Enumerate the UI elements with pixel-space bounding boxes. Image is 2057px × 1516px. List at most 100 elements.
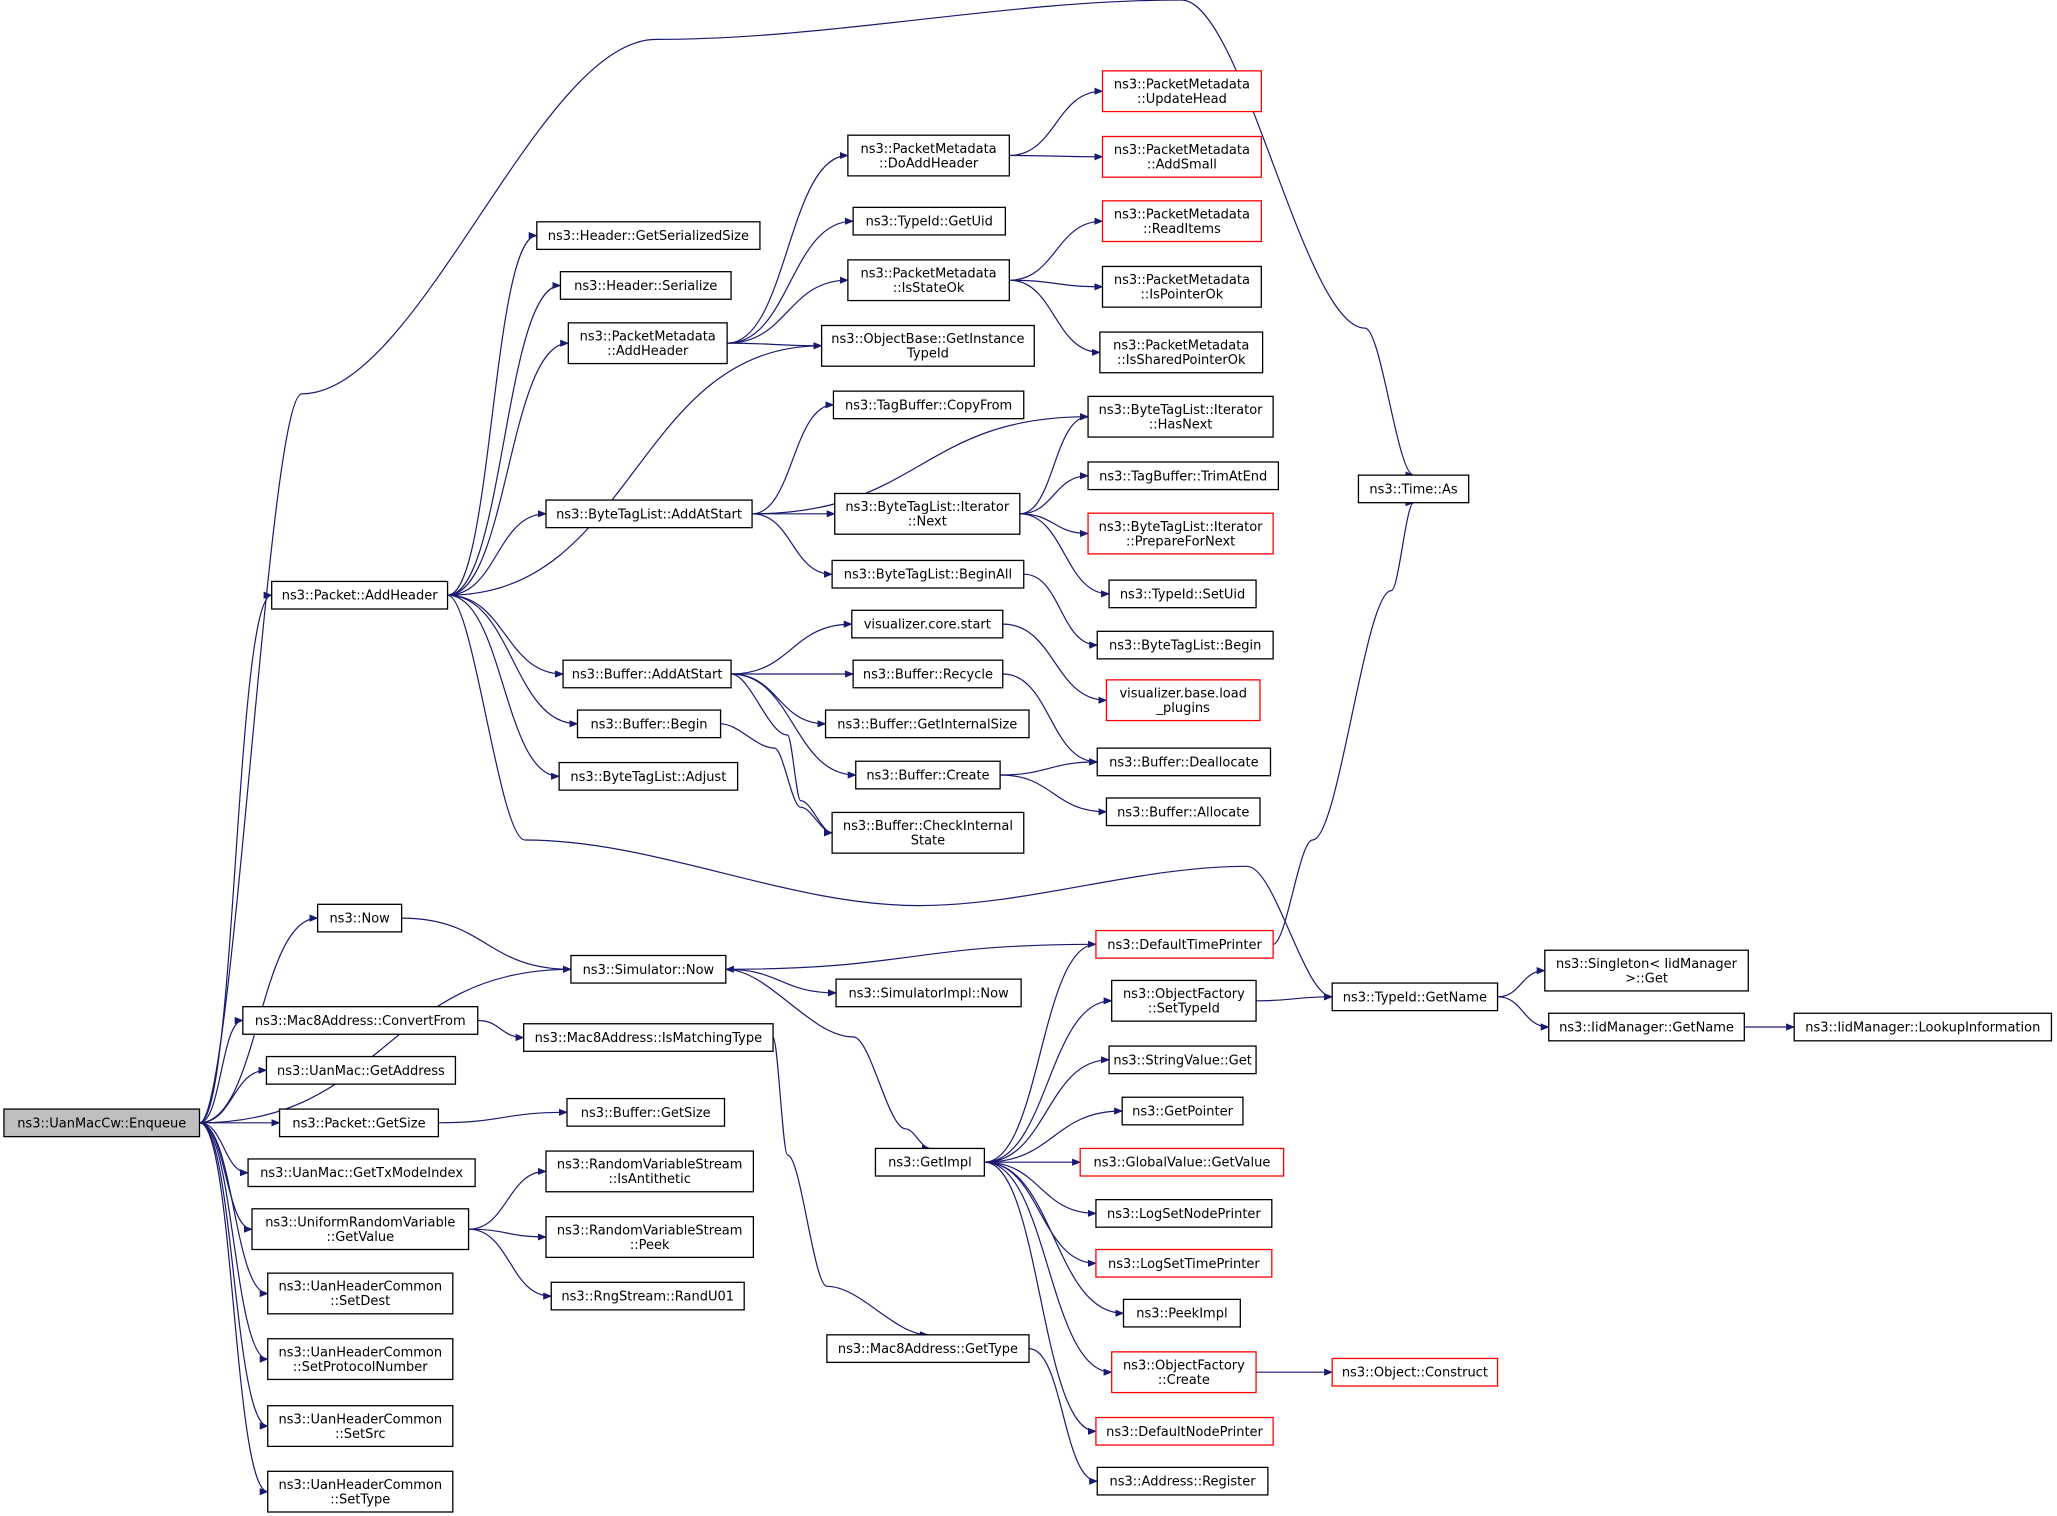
node-address_register[interactable]: ns3::Address::Register: [1096, 1466, 1269, 1496]
edge-packet_addheader-to-btl_addatstart: [447, 510, 547, 596]
node-btl_begin[interactable]: ns3::ByteTagList::Begin: [1096, 630, 1274, 660]
node-label-line: >::Get: [1625, 971, 1668, 986]
node-mac8_convertfrom[interactable]: ns3::Mac8Address::ConvertFrom: [242, 1006, 479, 1035]
node-sim_now[interactable]: ns3::Simulator::Now: [570, 954, 727, 984]
node-pm_issharedpointerok[interactable]: ns3::PacketMetadata::IsSharedPointerOk: [1099, 331, 1264, 374]
node-btl_iterator_next[interactable]: ns3::ByteTagList::Iterator::Next: [834, 492, 1021, 535]
edge-viz_core_start-to-viz_base_load: [1002, 623, 1108, 704]
node-ns3_now[interactable]: ns3::Now: [316, 903, 403, 933]
node-box: [874, 1147, 986, 1177]
node-tagbuffer_trimatend[interactable]: ns3::TagBuffer::TrimAtEnd: [1087, 461, 1280, 491]
node-defaulttimeprinter[interactable]: ns3::DefaultTimePrinter: [1095, 929, 1274, 959]
node-simimpl_now[interactable]: ns3::SimulatorImpl::Now: [835, 978, 1022, 1008]
node-pm_addsmall[interactable]: ns3::PacketMetadata::AddSmall: [1101, 135, 1262, 178]
node-mac8_ismatchingtype[interactable]: ns3::Mac8Address::IsMatchingType: [523, 1023, 774, 1052]
node-logsetnodeprinter[interactable]: ns3::LogSetNodePrinter: [1095, 1198, 1273, 1228]
node-buffer_allocate[interactable]: ns3::Buffer::Allocate: [1105, 797, 1261, 827]
node-objectfactory_create[interactable]: ns3::ObjectFactory::Create: [1111, 1351, 1257, 1394]
node-typeid_getuid[interactable]: ns3::TypeId::GetUid: [852, 206, 1007, 236]
node-box: [1087, 395, 1274, 438]
node-label-line: ns3::ByteTagList::Iterator: [845, 500, 1010, 515]
node-rvs_isantithetic[interactable]: ns3::RandomVariableStream::IsAntithetic: [545, 1150, 755, 1193]
node-pm_doaddheader[interactable]: ns3::PacketMetadata::DoAddHeader: [847, 134, 1010, 177]
node-box: [1095, 1198, 1273, 1228]
node-buffer_create[interactable]: ns3::Buffer::Create: [855, 760, 1001, 790]
node-label-line: ns3::ObjectBase::GetInstance: [831, 332, 1024, 347]
node-objectfactory_settypeid[interactable]: ns3::ObjectFactory::SetTypeId: [1111, 979, 1257, 1022]
edge-urv_getvalue-to-rvs_peek: [468, 1228, 547, 1241]
node-pm_isstateok[interactable]: ns3::PacketMetadata::IsStateOk: [847, 259, 1010, 302]
node-header_serialize[interactable]: ns3::Header::Serialize: [559, 271, 732, 300]
node-rngstream_randu01[interactable]: ns3::RngStream::RandU01: [550, 1281, 745, 1311]
node-box: [545, 1216, 755, 1259]
node-box: [1101, 70, 1262, 113]
node-stringvalue_get[interactable]: ns3::StringValue::Get: [1108, 1045, 1257, 1075]
node-singleton_get[interactable]: ns3::Singleton< IidManager >::Get: [1544, 949, 1749, 992]
node-pm_ispointerok[interactable]: ns3::PacketMetadata::IsPointerOk: [1101, 265, 1262, 308]
node-object_construct[interactable]: ns3::Object::Construct: [1331, 1357, 1499, 1387]
node-enqueue[interactable]: ns3::UanMacCw::Enqueue: [3, 1108, 201, 1138]
node-label-line: ::HasNext: [1149, 417, 1213, 432]
node-mac8_gettype[interactable]: ns3::Mac8Address::GetType: [826, 1334, 1030, 1364]
edge-buffer_create-to-buffer_allocate: [1000, 774, 1108, 816]
node-btl_iterator_hasnext[interactable]: ns3::ByteTagList::Iterator::HasNext: [1087, 395, 1274, 438]
node-label-line: ::IsPointerOk: [1141, 288, 1224, 303]
edge-sim_now-to-getimpl: [725, 968, 931, 1152]
node-globalvalue_getvalue[interactable]: ns3::GlobalValue::GetValue: [1079, 1147, 1285, 1177]
node-defaultnodeprinter[interactable]: ns3::DefaultNodePrinter: [1095, 1416, 1274, 1446]
node-uanmac_gettxmodeindex[interactable]: ns3::UanMac::GetTxModeIndex: [247, 1158, 476, 1188]
node-time_as[interactable]: ns3::Time::As: [1357, 474, 1470, 504]
node-tagbuffer_copyfrom[interactable]: ns3::TagBuffer::CopyFrom: [832, 390, 1025, 420]
node-viz_base_load[interactable]: visualizer.base.load_plugins: [1105, 679, 1261, 722]
node-label-line: ns3::Time::As: [1369, 482, 1458, 497]
node-label-line: ns3::LogSetTimePrinter: [1108, 1257, 1260, 1272]
node-urv_getvalue[interactable]: ns3::UniformRandomVariable::GetValue: [251, 1208, 470, 1251]
node-label-line: ns3::GetPointer: [1132, 1105, 1233, 1120]
node-label-line: ns3::IidManager::GetName: [1559, 1021, 1734, 1036]
node-logsettimeprinter[interactable]: ns3::LogSetTimePrinter: [1095, 1248, 1273, 1278]
node-label-line: ns3::ObjectFactory: [1123, 1358, 1245, 1373]
node-typeid_setuid[interactable]: ns3::TypeId::SetUid: [1108, 579, 1257, 609]
node-btl_iterator_prepare[interactable]: ns3::ByteTagList::Iterator::PrepareForNe…: [1087, 512, 1274, 555]
node-buffer_getsize[interactable]: ns3::Buffer::GetSize: [566, 1097, 726, 1127]
node-packet_getsize[interactable]: ns3::Packet::GetSize: [278, 1108, 440, 1138]
node-label-line: ns3::SimulatorImpl::Now: [848, 986, 1009, 1001]
node-rvs_peek[interactable]: ns3::RandomVariableStream::Peek: [545, 1216, 755, 1259]
node-packet_addheader[interactable]: ns3::Packet::AddHeader: [271, 580, 449, 610]
node-viz_core_start[interactable]: visualizer.core.start: [851, 609, 1004, 639]
node-getpointer[interactable]: ns3::GetPointer: [1121, 1096, 1244, 1126]
edge-btl_iterator_next-to-typeid_setuid: [1019, 513, 1110, 598]
node-label-line: ns3::RandomVariableStream: [557, 1223, 743, 1238]
node-uhc_settype[interactable]: ns3::UanHeaderCommon::SetType: [267, 1470, 454, 1513]
node-label-line: ns3::UniformRandomVariable: [265, 1215, 455, 1230]
node-uhc_setprotocol[interactable]: ns3::UanHeaderCommon::SetProtocolNumber: [267, 1338, 454, 1381]
node-buffer_addatstart[interactable]: ns3::Buffer::AddAtStart: [562, 659, 732, 689]
node-btl_addatstart[interactable]: ns3::ByteTagList::AddAtStart: [545, 499, 753, 529]
node-buffer_recycle[interactable]: ns3::Buffer::Recycle: [852, 659, 1004, 689]
node-box: [852, 659, 1004, 689]
node-label-line: ns3::Object::Construct: [1342, 1366, 1488, 1381]
node-iidmanager_getname[interactable]: ns3::IidManager::GetName: [1548, 1012, 1745, 1042]
node-label-line: ::Next: [908, 515, 947, 530]
node-uhc_setdest[interactable]: ns3::UanHeaderCommon::SetDest: [267, 1272, 454, 1315]
node-btl_beginall[interactable]: ns3::ByteTagList::BeginAll: [831, 559, 1025, 589]
node-typeid_getname[interactable]: ns3::TypeId::GetName: [1331, 982, 1499, 1012]
node-iidmanager_lookupinformation[interactable]: ns3::IidManager::LookupInformation: [1793, 1012, 2053, 1042]
node-uhc_setsrc[interactable]: ns3::UanHeaderCommon::SetSrc: [267, 1405, 454, 1448]
node-buffer_deallocate[interactable]: ns3::Buffer::Deallocate: [1096, 747, 1272, 777]
node-pm_readitems[interactable]: ns3::PacketMetadata::ReadItems: [1101, 200, 1262, 243]
node-peekimpl[interactable]: ns3::PeekImpl: [1122, 1298, 1241, 1328]
node-getimpl[interactable]: ns3::GetImpl: [874, 1147, 986, 1177]
node-btl_adjust[interactable]: ns3::ByteTagList::Adjust: [558, 761, 739, 791]
node-uanmac_getaddress[interactable]: ns3::UanMac::GetAddress: [265, 1055, 457, 1085]
node-header_getserializedsize[interactable]: ns3::Header::GetSerializedSize: [536, 221, 761, 251]
node-buffer_getinternalsize[interactable]: ns3::Buffer::GetInternalSize: [824, 709, 1030, 739]
node-pm_addheader[interactable]: ns3::PacketMetadata::AddHeader: [567, 322, 728, 365]
node-pm_updatehead[interactable]: ns3::PacketMetadata::UpdateHead: [1101, 70, 1262, 113]
node-buffer_begin[interactable]: ns3::Buffer::Begin: [576, 709, 722, 739]
node-label-line: ns3::Singleton< IidManager: [1556, 957, 1738, 972]
node-label-line: ::Peek: [630, 1238, 670, 1253]
edge-pm_isstateok-to-pm_ispointerok: [1009, 279, 1104, 291]
